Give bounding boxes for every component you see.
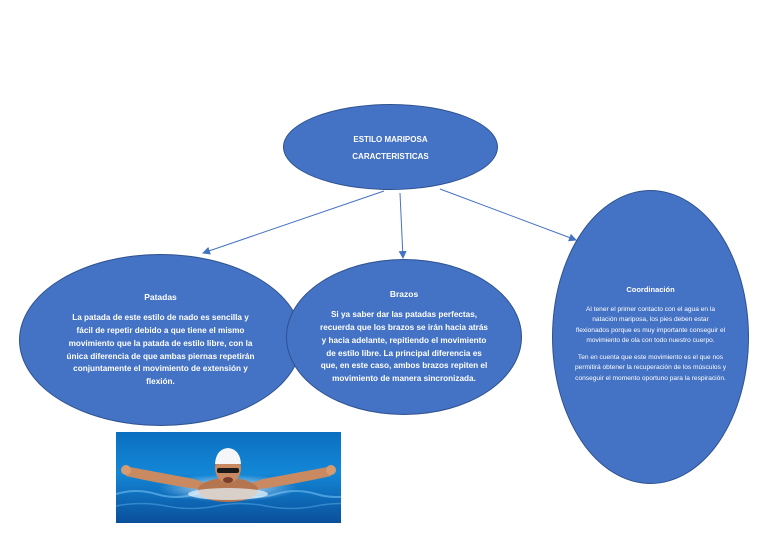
patadas-title: Patadas xyxy=(144,292,177,303)
arrow-to-patadas xyxy=(202,190,385,255)
center-title: ESTILO MARIPOSA xyxy=(353,134,428,144)
arrow-to-brazos xyxy=(398,192,407,259)
brazos-node: Brazos Si ya saber dar las patadas perfe… xyxy=(286,259,522,415)
coordinacion-title: Coordinación xyxy=(626,284,675,294)
patadas-text: La patada de este estilo de nado es senc… xyxy=(66,313,255,386)
coordinacion-node: Coordinación Al tener el primer contacto… xyxy=(552,190,749,484)
patadas-node: Patadas La patada de este estilo de nado… xyxy=(19,254,302,426)
brazos-text: Si ya saber dar las patadas perfectas, r… xyxy=(320,310,488,383)
center-subtitle: CARACTERISTICAS xyxy=(352,151,429,161)
brazos-title: Brazos xyxy=(389,289,419,300)
coordinacion-paragraph-2: Ten en cuenta que este movimiento es el … xyxy=(575,353,726,382)
butterfly-swimmer-photo xyxy=(116,432,341,523)
center-node: ESTILO MARIPOSA CARACTERISTICAS xyxy=(283,104,498,190)
coordinacion-paragraph-1: Al tener el primer contacto con el agua … xyxy=(575,305,726,345)
arrow-to-coordinacion xyxy=(439,188,577,242)
